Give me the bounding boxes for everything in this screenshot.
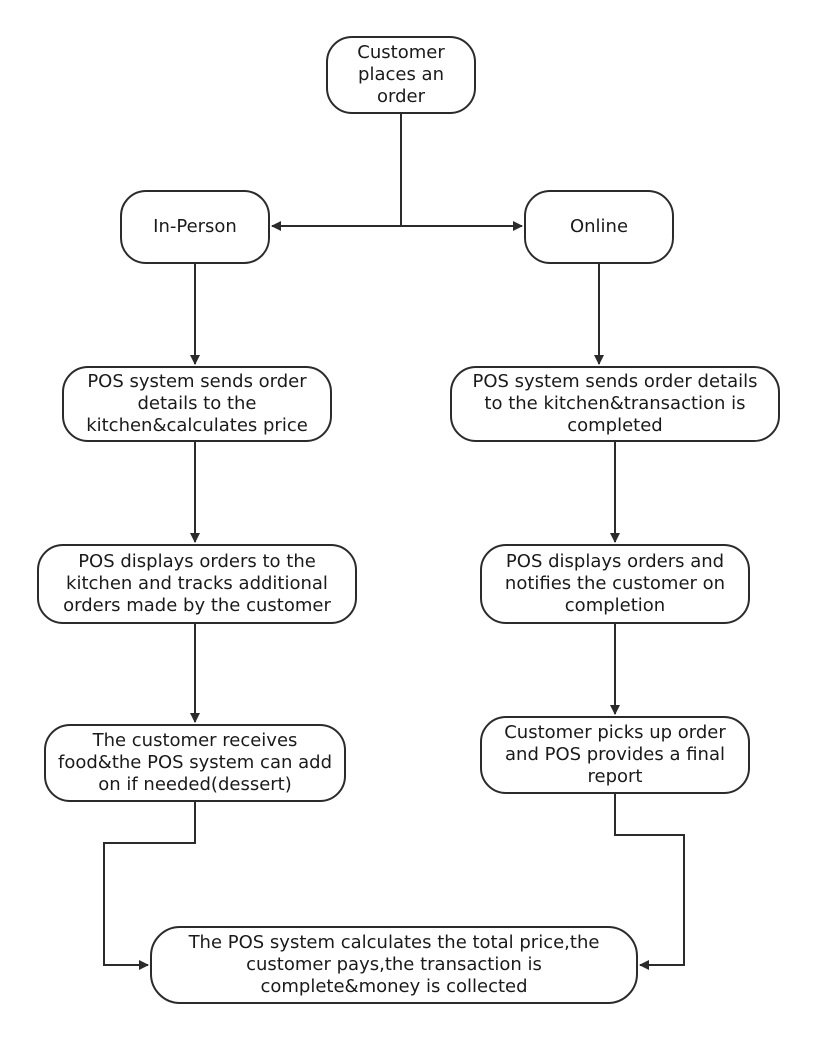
node-in-person-label: In-Person xyxy=(153,216,237,237)
node-online: Online xyxy=(524,190,674,264)
node-in-person-pos-sends-label: POS system sends order details to the ki… xyxy=(86,371,308,436)
edge-picks-up-to-final xyxy=(614,794,685,970)
node-in-person-pos-displays-label: POS displays orders to the kitchen and t… xyxy=(63,551,331,616)
node-online-pos-sends-label: POS system sends order details to the ki… xyxy=(472,371,758,436)
node-in-person: In-Person xyxy=(120,190,270,264)
node-online-label: Online xyxy=(569,216,629,237)
node-online-pos-displays-label: POS displays orders and notifies the cus… xyxy=(504,551,726,616)
node-in-person-pos-sends: POS system sends order details to the ki… xyxy=(62,366,332,442)
node-start-label: Customer places an order xyxy=(357,42,445,107)
node-in-person-customer-receives: The customer receives food&the POS syste… xyxy=(44,724,346,802)
node-online-pos-sends: POS system sends order details to the ki… xyxy=(450,366,780,442)
node-in-person-customer-receives-label: The customer receives food&the POS syste… xyxy=(58,730,332,795)
node-online-pos-displays: POS displays orders and notifies the cus… xyxy=(480,544,750,624)
edge-start-to-in-person xyxy=(271,114,402,231)
node-online-customer-picks-up-label: Customer picks up order and POS provides… xyxy=(504,722,726,787)
node-final: The POS system calculates the total pric… xyxy=(150,926,638,1004)
node-final-label: The POS system calculates the total pric… xyxy=(188,932,600,997)
node-start: Customer places an order xyxy=(326,36,476,114)
edge-receives-to-final xyxy=(103,802,196,970)
node-in-person-pos-displays: POS displays orders to the kitchen and t… xyxy=(37,544,357,624)
node-online-customer-picks-up: Customer picks up order and POS provides… xyxy=(480,716,750,794)
